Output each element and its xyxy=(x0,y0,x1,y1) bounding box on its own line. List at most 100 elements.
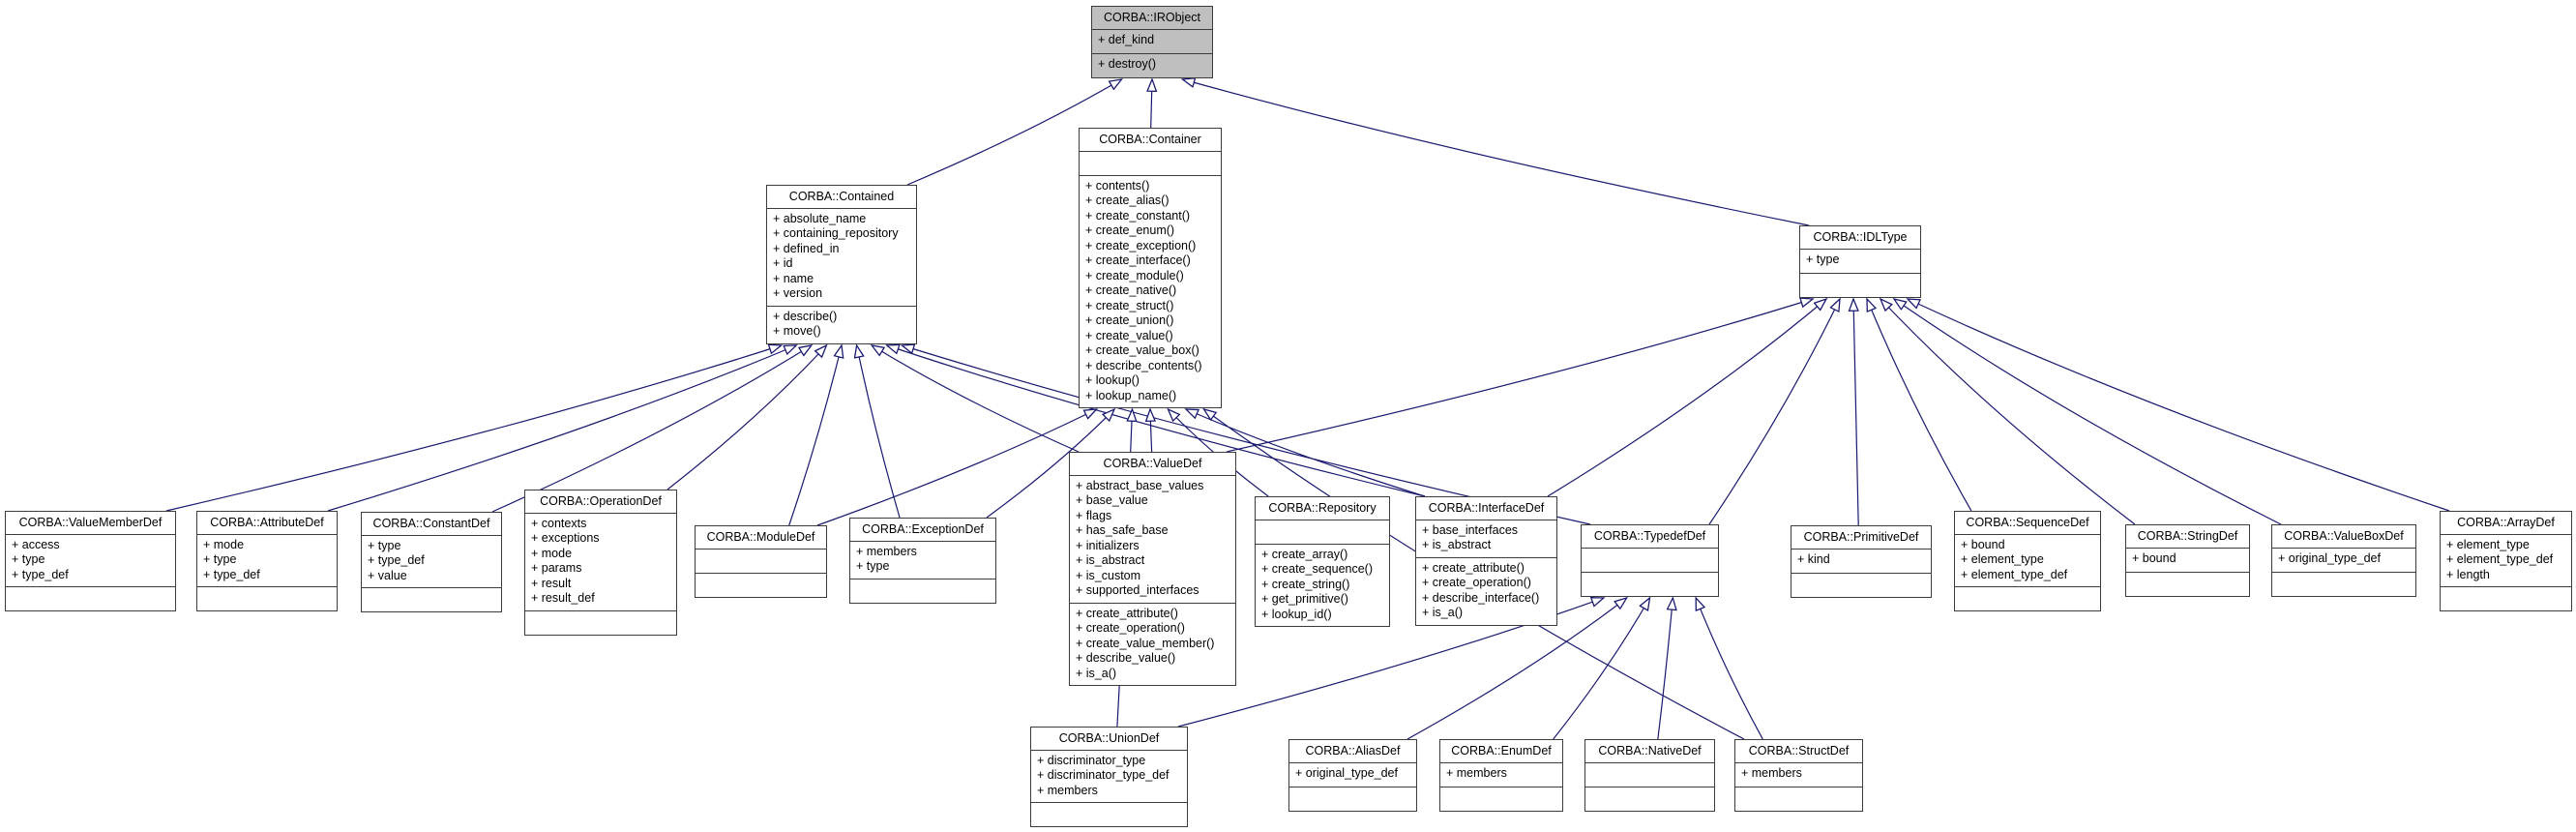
attributes-compartment: + mode+ type+ type_def xyxy=(197,533,337,587)
class-node-nativedef[interactable]: CORBA::NativeDef xyxy=(1584,739,1715,812)
attribute-row: + base_value xyxy=(1076,493,1148,507)
class-node-irobject[interactable]: CORBA::IRObject+ def_kind+ destroy() xyxy=(1091,6,1213,78)
method-row: + create_value_member() xyxy=(1076,636,1215,650)
class-node-moduledef[interactable]: CORBA::ModuleDef xyxy=(695,525,827,598)
methods-compartment: + destroy() xyxy=(1092,52,1212,77)
attributes-compartment: + absolute_name+ containing_repository+ … xyxy=(767,207,916,306)
method-row: + create_string() xyxy=(1261,577,1350,591)
method-row: + create_enum() xyxy=(1085,223,1175,237)
inheritance-edge-container-to-irobject xyxy=(1151,79,1152,129)
class-node-operationdef[interactable]: CORBA::OperationDef+ contexts+ exception… xyxy=(524,490,677,636)
methods-compartment xyxy=(1031,802,1187,826)
attribute-row: + mode xyxy=(203,537,245,551)
class-node-valuedef[interactable]: CORBA::ValueDef+ abstract_base_values+ b… xyxy=(1069,452,1236,686)
attribute-row: + name xyxy=(773,271,814,285)
method-row: + create_value() xyxy=(1085,328,1173,342)
class-node-typedefdef[interactable]: CORBA::TypedefDef xyxy=(1581,524,1719,597)
attributes-compartment: + bound xyxy=(2126,547,2249,572)
attribute-row: + original_type_def xyxy=(1295,765,1398,780)
attribute-row: + length xyxy=(2446,567,2490,581)
attribute-row: + result_def xyxy=(531,591,595,605)
class-node-idltype[interactable]: CORBA::IDLType+ type xyxy=(1799,225,1921,298)
class-title: CORBA::Repository xyxy=(1268,501,1377,515)
method-row: + lookup_name() xyxy=(1085,388,1177,402)
methods-compartment xyxy=(1955,586,2100,610)
class-node-constantdef[interactable]: CORBA::ConstantDef+ type+ type_def+ valu… xyxy=(361,512,502,612)
class-node-exceptiondef[interactable]: CORBA::ExceptionDef+ members+ type xyxy=(849,518,996,604)
inheritance-edge-valuedef-to-idltype xyxy=(1226,299,1813,453)
methods-compartment xyxy=(696,572,826,597)
method-row: + create_exception() xyxy=(1085,238,1197,253)
attribute-row: + original_type_def xyxy=(2278,550,2381,565)
inheritance-edge-nativedef-to-typedefdef xyxy=(1657,598,1673,740)
class-node-enumdef[interactable]: CORBA::EnumDef+ members xyxy=(1439,739,1563,812)
attributes-compartment xyxy=(1256,519,1389,544)
attribute-row: + mode xyxy=(531,546,573,560)
class-title: CORBA::ValueDef xyxy=(1103,457,1202,470)
class-title: CORBA::IRObject xyxy=(1103,11,1201,24)
method-row: + lookup_id() xyxy=(1261,607,1332,621)
class-node-valueboxdef[interactable]: CORBA::ValueBoxDef+ original_type_def xyxy=(2271,524,2416,597)
method-row: + contents() xyxy=(1085,178,1150,193)
class-title: CORBA::UnionDef xyxy=(1058,731,1160,745)
class-node-repository[interactable]: CORBA::Repository+ create_array()+ creat… xyxy=(1255,496,1390,627)
method-row: + create_interface() xyxy=(1085,253,1191,267)
class-node-primitivedef[interactable]: CORBA::PrimitiveDef+ kind xyxy=(1791,525,1932,598)
inheritance-edge-enumdef-to-typedefdef xyxy=(1553,598,1650,740)
class-node-stringdef[interactable]: CORBA::StringDef+ bound xyxy=(2125,524,2250,597)
attribute-row: + contexts xyxy=(531,516,587,530)
class-node-sequencedef[interactable]: CORBA::SequenceDef+ bound+ element_type+… xyxy=(1954,511,2101,611)
class-node-structdef[interactable]: CORBA::StructDef+ members xyxy=(1734,739,1863,812)
inheritance-edge-aliasdef-to-typedefdef xyxy=(1406,598,1627,740)
class-node-contained[interactable]: CORBA::Contained+ absolute_name+ contain… xyxy=(766,185,917,344)
methods-compartment xyxy=(1440,786,1562,811)
attribute-row: + is_abstract xyxy=(1422,538,1492,551)
class-node-valuememberdef[interactable]: CORBA::ValueMemberDef+ access+ type+ typ… xyxy=(5,511,176,611)
attributes-compartment: + type xyxy=(1800,248,1920,273)
class-title: CORBA::AttributeDef xyxy=(210,516,324,529)
attribute-row: + element_type xyxy=(1961,552,2044,566)
attribute-row: + result xyxy=(531,576,572,590)
class-node-container[interactable]: CORBA::Container+ contents()+ create_ali… xyxy=(1079,128,1222,408)
class-node-uniondef[interactable]: CORBA::UnionDef+ discriminator_type+ dis… xyxy=(1030,727,1188,827)
attributes-compartment: + members xyxy=(1440,761,1562,787)
attributes-compartment: + original_type_def xyxy=(2272,547,2415,572)
methods-compartment xyxy=(2126,571,2249,596)
attributes-compartment: + access+ type+ type_def xyxy=(6,533,175,587)
methods-compartment: + create_attribute()+ create_operation()… xyxy=(1070,602,1235,686)
attributes-compartment xyxy=(696,548,826,573)
inheritance-edge-valuedef-to-contained xyxy=(872,345,1080,453)
inheritance-edge-idltype-to-irobject xyxy=(1183,79,1810,226)
class-title: CORBA::AliasDef xyxy=(1305,744,1401,758)
inheritance-edge-moduledef-to-contained xyxy=(788,345,842,526)
attributes-compartment: + members+ type xyxy=(850,540,995,579)
methods-compartment xyxy=(2441,586,2571,610)
inheritance-edge-operationdef-to-contained xyxy=(666,345,826,490)
class-node-interfacedef[interactable]: CORBA::InterfaceDef+ base_interfaces+ is… xyxy=(1415,496,1557,626)
attribute-row: + abstract_base_values xyxy=(1076,478,1204,492)
attributes-compartment: + element_type+ element_type_def+ length xyxy=(2441,533,2571,587)
attribute-row: + kind xyxy=(1797,551,1830,566)
class-title: CORBA::ValueBoxDef xyxy=(2284,529,2404,543)
class-node-aliasdef[interactable]: CORBA::AliasDef+ original_type_def xyxy=(1288,739,1417,812)
attribute-row: + members xyxy=(1741,765,1802,780)
methods-compartment xyxy=(2272,571,2415,596)
method-row: + create_attribute() xyxy=(1076,606,1178,620)
method-row: + create_struct() xyxy=(1085,298,1174,312)
class-node-arraydef[interactable]: CORBA::ArrayDef+ element_type+ element_t… xyxy=(2440,511,2572,611)
attribute-row: + def_kind xyxy=(1098,32,1155,46)
attribute-row: + type xyxy=(368,538,401,552)
methods-compartment: + create_array()+ create_sequence()+ cre… xyxy=(1256,543,1389,627)
methods-compartment xyxy=(1585,786,1714,811)
methods-compartment xyxy=(525,609,676,635)
attribute-row: + flags xyxy=(1076,508,1112,522)
attribute-row: + element_type xyxy=(2446,537,2530,551)
attribute-row: + type xyxy=(856,559,890,573)
attribute-row: + element_type_def xyxy=(2446,552,2554,566)
attribute-row: + is_custom xyxy=(1076,568,1141,582)
method-row: + describe_value() xyxy=(1076,651,1176,665)
method-row: + create_array() xyxy=(1261,547,1348,561)
method-row: + create_sequence() xyxy=(1261,562,1374,576)
class-node-attributedef[interactable]: CORBA::AttributeDef+ mode+ type+ type_de… xyxy=(196,511,338,611)
class-title: CORBA::ModuleDef xyxy=(706,530,815,544)
